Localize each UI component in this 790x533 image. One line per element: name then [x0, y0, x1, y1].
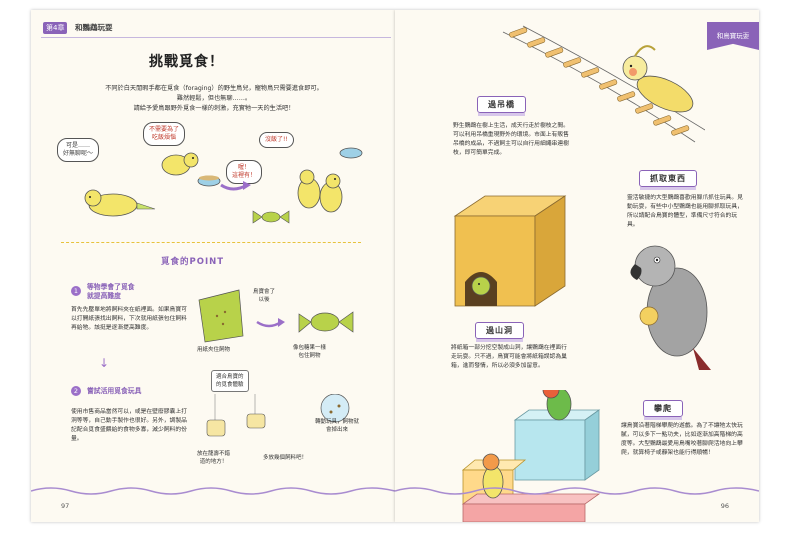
page-number-right: 96: [720, 502, 729, 510]
budgie-peek-icon: [471, 276, 491, 296]
chapter-badge: 第4章: [43, 22, 68, 34]
intro-line-3: 請給予愛鳥跟野外覓食一樣的刺激，充實牠一天的生活吧！: [133, 105, 295, 112]
two-budgies-icon: [297, 147, 363, 213]
point-1-caption-b: 鳥寶會了 以後: [253, 289, 276, 303]
point-2-caption-b: 轉動玩具，飼物就 會掉出來: [315, 419, 360, 433]
point-number-2: 2: [71, 386, 81, 396]
section-body-grab: 靈活敏捷的大型鸚鵡喜歡用腳爪抓住玩具。見動玩耍，有些中小型鸚鵡也能用腳抓取玩具，…: [627, 195, 743, 228]
candy-wrap-icon: [310, 312, 340, 332]
toy-ball-icon: [639, 306, 659, 326]
point-1-caption-c: 像包糖果一樣 包住飼物: [293, 345, 327, 359]
cockatiel-icon: [622, 45, 694, 113]
down-arrow-icon: ↓: [99, 356, 110, 370]
hanging-cup-icon: [206, 419, 226, 437]
ball-toy-icon: [320, 394, 350, 423]
point-1-heading: 等物學會了覓食 就提高難度: [87, 283, 135, 300]
paper-wrap-illustration: [198, 289, 354, 343]
section-title-grab: 抓取東西: [639, 170, 697, 190]
blue-block-icon: [514, 419, 586, 481]
section-divider: [61, 242, 361, 243]
page-number-left: 97: [61, 502, 70, 510]
point-2-caption-c: 放在龍壽不錯 道的地方！: [197, 451, 231, 465]
point-section-title: 覓食的POINT: [161, 257, 225, 267]
foraging-illustration: [84, 147, 363, 224]
point-2-heading: 嘗試活用覓食玩具: [87, 387, 142, 395]
footer-wave-decoration-right: [395, 487, 759, 495]
intro-line-2: 難然輕鬆，但也無聊……。: [176, 95, 252, 102]
speech-bubble-bored: 可是…… 好無聊呢～: [57, 138, 100, 162]
page-title: 挑戰覓食！: [149, 54, 224, 70]
budgie-lying-icon: [84, 189, 156, 217]
speech-bubble-no-worry: 不需要為了 吃飯煩惱: [143, 122, 186, 146]
pink-block-icon: [462, 503, 586, 522]
side-tab-label: 和鳥寶玩耍: [707, 22, 759, 50]
section-title-tunnel: 過山洞: [475, 322, 524, 342]
section-body-tunnel: 將紙箱一部分挖空製成山洞，讓鸚鵡在裡面行走玩耍。只不過，鳥寶可能會將紙箱誤認為巢…: [451, 345, 567, 369]
header-divider: [41, 37, 391, 38]
cardboard-tunnel-illustration: [453, 195, 567, 307]
left-page: 第4章 和鸚鵡玩耍 挑戰覓食！ 不同於白天閒暇手都在覓食（foraging）的野…: [31, 10, 395, 522]
section-title-climb: 攀爬: [643, 400, 683, 420]
intro-text: 不同於白天閒暇手都在覓食（foraging）的野生鳥兒，寵物鳥只需要進食即可。 …: [69, 84, 359, 114]
section-body-bridge: 野生鸚鵡在樹上生活，成天行走於樹枝之間。可以利用吊橋重現野外的環境。市面上有販售…: [453, 123, 569, 156]
african-gray-parrot-illustration: [630, 245, 711, 370]
footer-wave-decoration: [31, 487, 395, 495]
section-title-bridge: 過吊橋: [477, 96, 526, 116]
point-1-body: 首先先壓單地將飼料夾在紙裡面。如果鳥寶可以打開紙張找出飼料，下次就用紙張包住飼料…: [71, 307, 187, 331]
bridge-planks-icon: [509, 27, 690, 136]
point-1-caption-a: 用紙夾住飼物: [197, 347, 231, 353]
hanging-cup-icon-2: [246, 413, 266, 429]
climbing-blocks-illustration: [461, 390, 601, 522]
wrapped-food-icon: [252, 210, 290, 224]
point-2-caption-a: 適合鳥寶的 的覓食體驗: [211, 370, 249, 392]
folded-paper-icon: [198, 289, 244, 343]
speech-bubble-no-food: 沒飯了!!: [259, 132, 294, 148]
section-body-climb: 讓鳥寶沿著階梯攀爬的遊戲。為了不讓牠太快玩膩，可以多下一點功夫，比如逐漸加高階梯…: [621, 423, 743, 456]
right-page: 和鳥寶玩耍 過吊橋 野生鸚鵡在樹上生活，成天行走於樹枝之間。可以利用吊橋重現野外…: [395, 10, 759, 522]
intro-line-1: 不同於白天閒暇手都在覓食（foraging）的野生鳥兒，寵物鳥只需要進食即可。: [105, 85, 323, 92]
foraging-toys-illustration: [206, 394, 350, 437]
rope-bridge-illustration: [502, 25, 705, 143]
point-number-1: 1: [71, 286, 81, 296]
point-2-body: 使用市售商品當然可以，或是在壁廢膠囊上打洞等等，自己動手製作也很好。另外，調製品…: [71, 409, 187, 442]
budgie-eating-icon: [161, 152, 221, 187]
chapter-title: 和鸚鵡玩耍: [75, 23, 113, 32]
point-2-caption-d: 多放幾個飼料吧！: [263, 455, 308, 461]
